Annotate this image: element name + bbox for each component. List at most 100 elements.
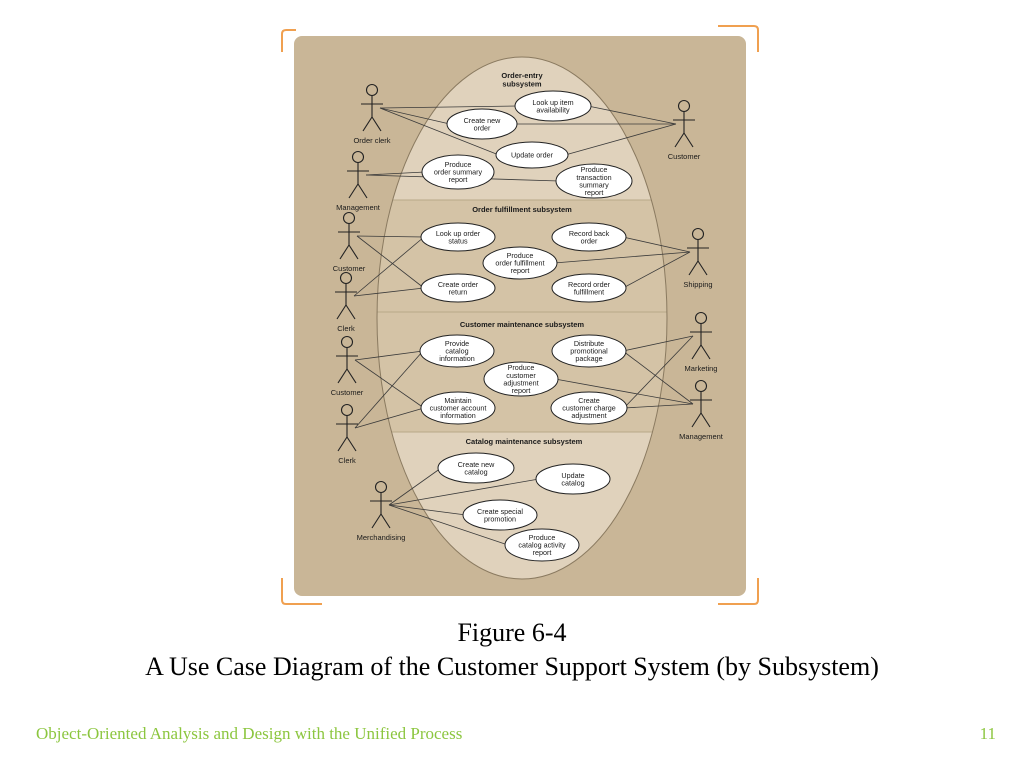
actor-left-leg: [362, 116, 373, 132]
actor-order-clerk: Order clerk: [353, 83, 391, 145]
actor-left-leg: [688, 260, 699, 276]
association-clerk-2-provide-catalog-info: [354, 350, 424, 429]
use-case-oval: [419, 334, 495, 368]
actor-left-leg: [348, 183, 359, 199]
actor-left-leg: [337, 436, 348, 452]
association-customer-1-update-order: [565, 123, 677, 156]
actor-left-leg: [674, 132, 685, 148]
subsystem-title-3: Customer maintenance subsystem: [460, 320, 585, 329]
footer-page-number: 11: [979, 724, 996, 743]
footer-course-title: Object-Oriented Analysis and Design with…: [36, 724, 463, 743]
association-management-1-produce-order-summary: [365, 171, 425, 176]
association-shipping-record-order-fulfillment: [622, 251, 691, 289]
association-management-2-create-customer-charge: [623, 403, 694, 409]
actor-label: Merchandising: [357, 533, 406, 542]
actor-label: Clerk: [338, 456, 356, 465]
association-merchandising-create-new-catalog: [388, 467, 442, 506]
association-merchandising-update-catalog: [388, 478, 540, 506]
actor-left-leg: [337, 368, 348, 384]
use-case-oval: [514, 90, 592, 122]
use-case-oval: [551, 273, 627, 303]
corner-bracket: [281, 578, 322, 605]
actor-right-leg: [348, 244, 359, 260]
actor-customer-2: Customer: [333, 211, 366, 273]
association-customer-2-create-order-return: [356, 235, 425, 289]
use-case-oval: [420, 391, 496, 425]
use-case-oval: [420, 222, 496, 252]
actor-label: Shipping: [683, 280, 712, 289]
actor-label: Customer: [333, 264, 366, 273]
corner-bracket: [281, 29, 296, 52]
use-case-oval: [535, 463, 611, 495]
actor-right-leg: [697, 260, 708, 276]
association-clerk-1-create-order-return: [353, 287, 425, 297]
association-lines: [353, 105, 694, 546]
subsystem-title-2: Order fulfillment subsystem: [472, 205, 572, 214]
actor-merchandising: Merchandising: [357, 480, 406, 542]
actor-right-leg: [345, 304, 356, 320]
use-case-oval: [482, 246, 558, 280]
actor-left-leg: [336, 304, 347, 320]
use-case-oval: [483, 361, 559, 397]
association-shipping-produce-fulfillment-report: [554, 251, 691, 264]
actor-customer-1: Customer: [668, 99, 701, 161]
use-case-oval: [446, 108, 518, 140]
association-order-clerk-create-new-order: [379, 107, 450, 125]
association-customer-3-provide-catalog-info: [354, 350, 424, 361]
association-marketing-distribute-promo-package: [622, 335, 694, 352]
use-case-oval: [504, 528, 580, 562]
subsystem-title-4: Catalog maintenance subsystem: [466, 437, 583, 446]
association-clerk-2-maintain-customer-account: [354, 407, 425, 429]
system-boundary-outline: [376, 56, 668, 580]
corner-bracket: [718, 578, 759, 605]
actors: Order clerkManagementCustomerCustomerCle…: [331, 83, 724, 542]
association-customer-2-look-up-order-status: [356, 235, 424, 238]
association-customer-1-look-up-item: [587, 105, 677, 125]
use-case-oval: [551, 334, 627, 368]
subsystem-bands: [377, 199, 667, 433]
actor-clerk-1: Clerk: [335, 271, 357, 333]
actor-marketing: Marketing: [685, 311, 717, 373]
actor-label: Order clerk: [353, 136, 390, 145]
actor-label: Management: [336, 203, 381, 212]
association-order-clerk-update-order: [379, 107, 500, 156]
use-case-oval: [420, 273, 496, 303]
association-customer-3-maintain-customer-account: [354, 359, 425, 409]
actor-right-leg: [357, 183, 368, 199]
actor-management-2: Management: [679, 379, 724, 441]
figure-title: A Use Case Diagram of the Customer Suppo…: [145, 652, 879, 681]
use-case-label: Update order: [511, 151, 554, 160]
actor-right-leg: [700, 412, 711, 428]
actor-label: Customer: [331, 388, 364, 397]
